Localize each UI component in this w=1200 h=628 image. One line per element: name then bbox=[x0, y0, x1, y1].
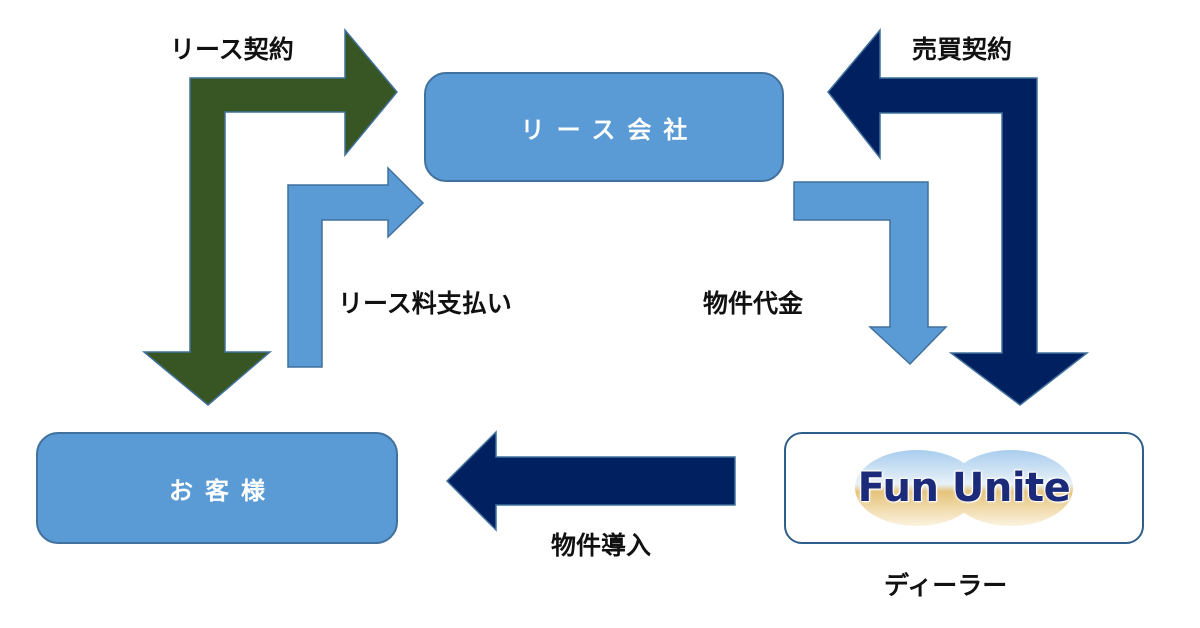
sales-contract-label: 売買契約 bbox=[912, 35, 1013, 64]
delivery-arrow bbox=[445, 430, 736, 532]
infinity-logo-icon bbox=[855, 450, 1073, 526]
customer-node: お客様 bbox=[36, 432, 398, 544]
customer-label: お客様 bbox=[169, 476, 277, 505]
lease-company-label: リース会社 bbox=[520, 115, 700, 144]
dealer-node: Fun Unite bbox=[784, 432, 1144, 544]
dealer-logo-text: Fun Unite bbox=[857, 465, 1071, 511]
purchase-payment-arrow bbox=[793, 181, 948, 366]
fun-unite-logo: Fun Unite bbox=[839, 448, 1089, 528]
sales-contract-arrow bbox=[827, 27, 1090, 406]
delivery-label: 物件導入 bbox=[551, 531, 652, 560]
lease-contract-label: リース契約 bbox=[170, 35, 294, 64]
lease-payment-arrow bbox=[287, 166, 425, 368]
purchase-payment-label: 物件代金 bbox=[703, 289, 804, 318]
lease-contract-arrow bbox=[141, 27, 398, 406]
lease-payment-label: リース料支払い bbox=[338, 289, 512, 318]
dealer-caption: ディーラー bbox=[884, 571, 1008, 600]
lease-company-node: リース会社 bbox=[424, 72, 784, 182]
